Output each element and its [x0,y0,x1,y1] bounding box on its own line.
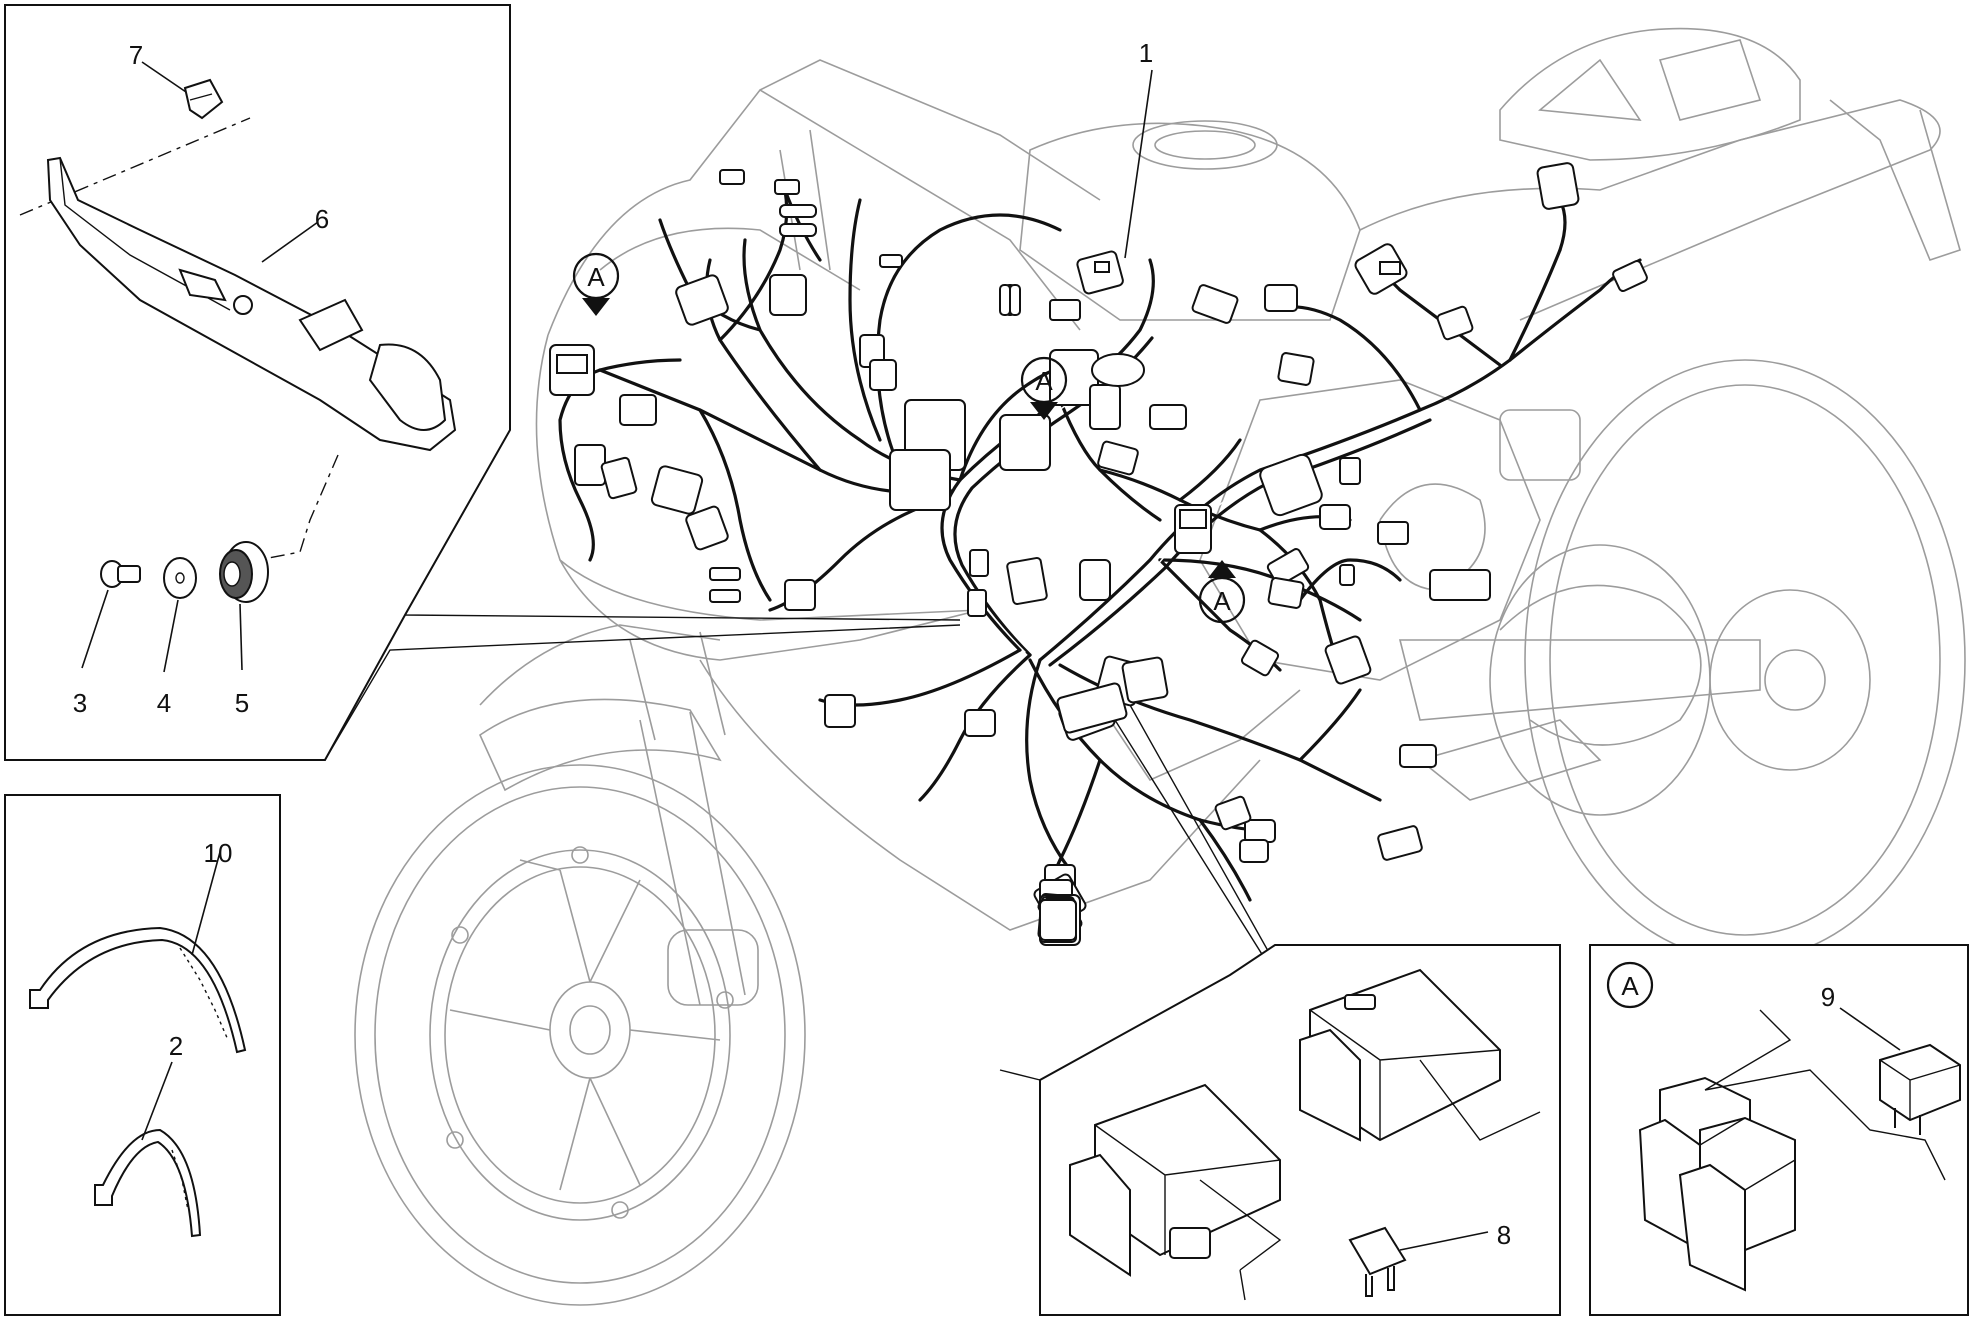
part-screw [100,560,141,588]
part-clip [183,78,224,120]
svg-text:1: 1 [1139,38,1153,68]
svg-text:7: 7 [129,40,143,70]
svg-text:A: A [1621,971,1639,1001]
svg-text:8: 8 [1497,1220,1511,1250]
front-wheel [354,764,806,1306]
part-fuse [1348,1226,1407,1297]
marker-a-4: A [1606,961,1654,1009]
front-fork [629,631,759,1006]
harness-connectors [549,162,1648,946]
fairing [479,59,1301,931]
svg-text:3: 3 [73,688,87,718]
inset-cable-ties: 10 2 [4,794,281,1316]
tail-section [1359,27,1961,321]
fuel-tank [1019,120,1361,321]
svg-text:A: A [1035,366,1053,396]
part-cable-tie-small [94,1128,202,1238]
svg-text:9: 9 [1821,982,1835,1012]
svg-text:10: 10 [204,838,233,868]
rear-wheel [1524,359,1966,961]
inset-mounting-parts: 7 6 3 4 [4,4,961,761]
part-washer [163,557,197,599]
front-fender [478,698,722,792]
inset-relays: A 9 [1589,944,1969,1316]
svg-text:2: 2 [169,1031,183,1061]
part-fuse-box-right [1299,968,1501,1142]
marker-a-1: A [572,252,620,316]
svg-text:5: 5 [235,688,249,718]
marker-a-3: A [1198,560,1246,624]
part-fuse-box-left [1069,1083,1281,1277]
part-relay-block [1638,1076,1796,1292]
part-cable-tie-large [29,926,247,1054]
inset-fuse-boxes: 8 [999,944,1561,1316]
swing-arm [1398,544,1871,816]
relay-leader [1114,704,1291,991]
engine [1199,379,1602,801]
svg-text:4: 4 [157,688,171,718]
svg-text:A: A [1213,586,1231,616]
part-grommet [219,541,269,603]
marker-a-2: A [1020,356,1068,420]
callout-1: 1 [1124,38,1153,259]
part-relay [1879,1043,1961,1135]
svg-text:6: 6 [315,204,329,234]
part-bracket [46,156,457,452]
svg-text:A: A [587,262,605,292]
